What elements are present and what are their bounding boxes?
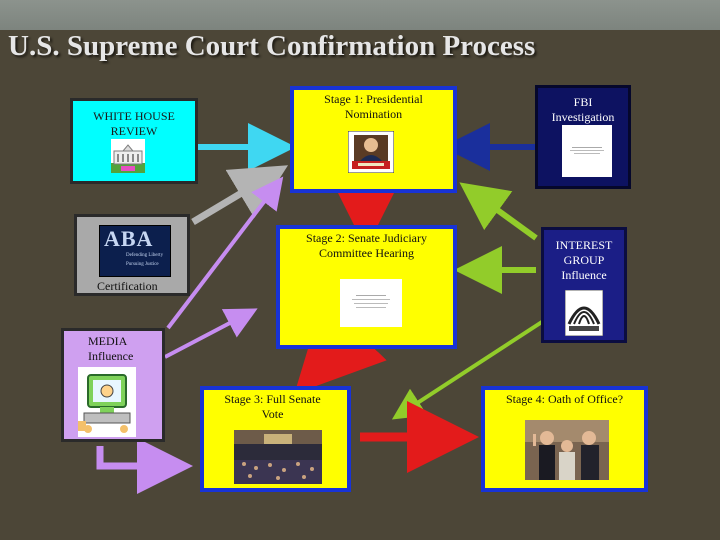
fbi-document-image: [562, 125, 612, 177]
arrow-interest-to-stage3: [391, 316, 550, 420]
arrow-interest-to-stage1: [459, 182, 538, 241]
senate-chamber-photo: [234, 430, 322, 484]
aba-logo-motto-2: Pursuing Justice: [126, 262, 159, 267]
arrow-media-bottom: [96, 438, 193, 494]
media-influence-subtitle: Influence: [88, 349, 134, 363]
stage2-judiciary-hearing-box: Stage 2: Senate Judiciary Committee Hear…: [276, 225, 457, 349]
stage2-label: Stage 2: Senate Judiciary Committee Hear…: [306, 231, 427, 260]
arrow-media-to-stage2: [164, 308, 258, 359]
interest-group-subtitle: Influence: [561, 268, 607, 282]
naacp-logo: [565, 290, 603, 336]
stage1-presidential-nomination-box: Stage 1: Presidential Nomination: [290, 86, 457, 193]
interest-group-title: INTEREST GROUP: [555, 238, 613, 267]
interest-group-box: INTEREST GROUP Influence: [541, 227, 627, 343]
white-house-review-box: WHITE HOUSE REVIEW: [70, 98, 198, 184]
aba-logo-letters: ABA: [104, 226, 154, 251]
stage3-full-senate-vote-box: Stage 3: Full Senate Vote: [200, 386, 351, 492]
aba-logo: ABA Defending Liberty Pursuing Justice: [99, 225, 171, 277]
aba-certification-box: ABA Defending Liberty Pursuing Justice C…: [74, 214, 190, 296]
aba-certification-label: Certification: [97, 279, 158, 293]
stage4-oath-of-office-box: Stage 4: Oath of Office?: [481, 386, 648, 492]
white-house-review-label: WHITE HOUSE REVIEW: [93, 109, 175, 138]
arrow-stage2-to-stage3: [294, 299, 387, 394]
media-influence-title: MEDIA: [88, 334, 128, 348]
stage1-label: Stage 1: Presidential Nomination: [324, 92, 423, 121]
stage4-label: Stage 4: Oath of Office?: [505, 392, 624, 406]
nominee-portrait: [348, 131, 394, 173]
fbi-investigation-label: FBI Investigation: [551, 95, 615, 124]
media-influence-box: MEDIA Influence: [61, 328, 165, 442]
stage3-label: Stage 3: Full Senate Vote: [224, 392, 321, 421]
arrow-media-to-stage1: [166, 176, 284, 330]
fbi-investigation-box: FBI Investigation: [535, 85, 631, 189]
hearing-document-image: [340, 279, 402, 327]
slide-title: U.S. Supreme Court Confirmation Process: [8, 30, 536, 62]
top-strip: [0, 0, 720, 30]
aba-logo-motto-1: Defending Liberty: [126, 253, 164, 258]
media-computer-icon: [78, 367, 136, 437]
arrow-aba-to-stage1: [191, 165, 289, 226]
white-house-icon: [111, 139, 145, 173]
oath-ceremony-photo: [525, 420, 609, 480]
